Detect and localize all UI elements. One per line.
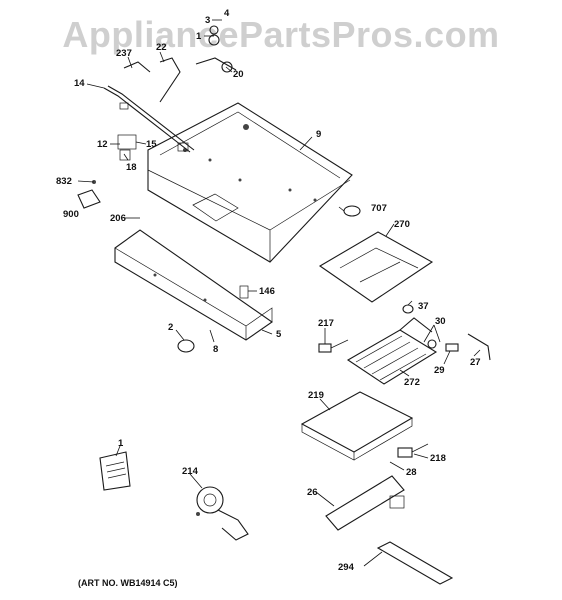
part-217-igniter: [318, 339, 349, 353]
callout-707: 707: [371, 203, 387, 214]
callout-832: 832: [56, 176, 72, 187]
part-707: [343, 205, 361, 217]
callout-237: 237: [116, 48, 132, 59]
callout-14: 14: [74, 78, 85, 89]
part-1-literature: [99, 451, 131, 491]
part-270-baffle: [318, 231, 434, 303]
callout-1b: 1: [118, 438, 124, 449]
callout-217: 217: [318, 318, 334, 329]
callout-5: 5: [276, 329, 282, 340]
callout-20: 20: [233, 69, 244, 80]
part-294-strip: [376, 541, 454, 585]
callout-146: 146: [259, 286, 275, 297]
callout-15: 15: [146, 139, 157, 150]
callout-8: 8: [213, 344, 218, 355]
callout-27: 27: [470, 357, 481, 368]
callout-3: 3: [205, 15, 210, 26]
part-29-orifice: [445, 343, 459, 352]
callout-2: 2: [168, 322, 173, 333]
callout-37: 37: [418, 301, 429, 312]
art-number: (ART NO. WB14914 C5): [78, 578, 178, 588]
part-9-burner-box: [147, 102, 353, 263]
callout-218: 218: [430, 453, 446, 464]
callout-4: 4: [224, 8, 230, 19]
callout-18: 18: [126, 162, 137, 173]
callout-900: 900: [63, 209, 79, 220]
part-26-broil-burner: [325, 475, 405, 531]
part-214-regulator: [196, 486, 249, 541]
callout-272: 272: [404, 377, 420, 388]
part-14-manifold-pipe: [103, 85, 195, 153]
callout-219: 219: [308, 390, 324, 401]
part-218-igniter: [397, 443, 429, 458]
callout-30: 30: [435, 316, 446, 327]
callout-26: 26: [307, 487, 318, 498]
callout-28: 28: [406, 467, 417, 478]
callout-22: 22: [156, 42, 167, 53]
part-900-bracket: [77, 180, 101, 209]
part-272-burner: [346, 317, 438, 385]
part-237-22-20-fittings: [123, 25, 237, 103]
callout-270: 270: [394, 219, 410, 230]
callout-29: 29: [434, 365, 445, 376]
part-27-tube: [467, 333, 491, 361]
callout-9: 9: [316, 129, 321, 140]
callout-1a: 1: [196, 31, 202, 42]
callout-206: 206: [110, 213, 126, 224]
leader-lines: [77, 19, 481, 567]
part-2-knob: [177, 339, 195, 353]
part-5-front-panel: [114, 229, 273, 341]
part-219-baffle: [300, 391, 414, 461]
callout-294: 294: [338, 562, 355, 573]
callout-12: 12: [97, 139, 108, 150]
callout-214: 214: [182, 466, 199, 477]
part-12-15-valve-bracket: [117, 134, 137, 161]
callout-labels: 3 4 1 237 22 20 14 9 12 15 18 832 900 20…: [56, 8, 481, 573]
